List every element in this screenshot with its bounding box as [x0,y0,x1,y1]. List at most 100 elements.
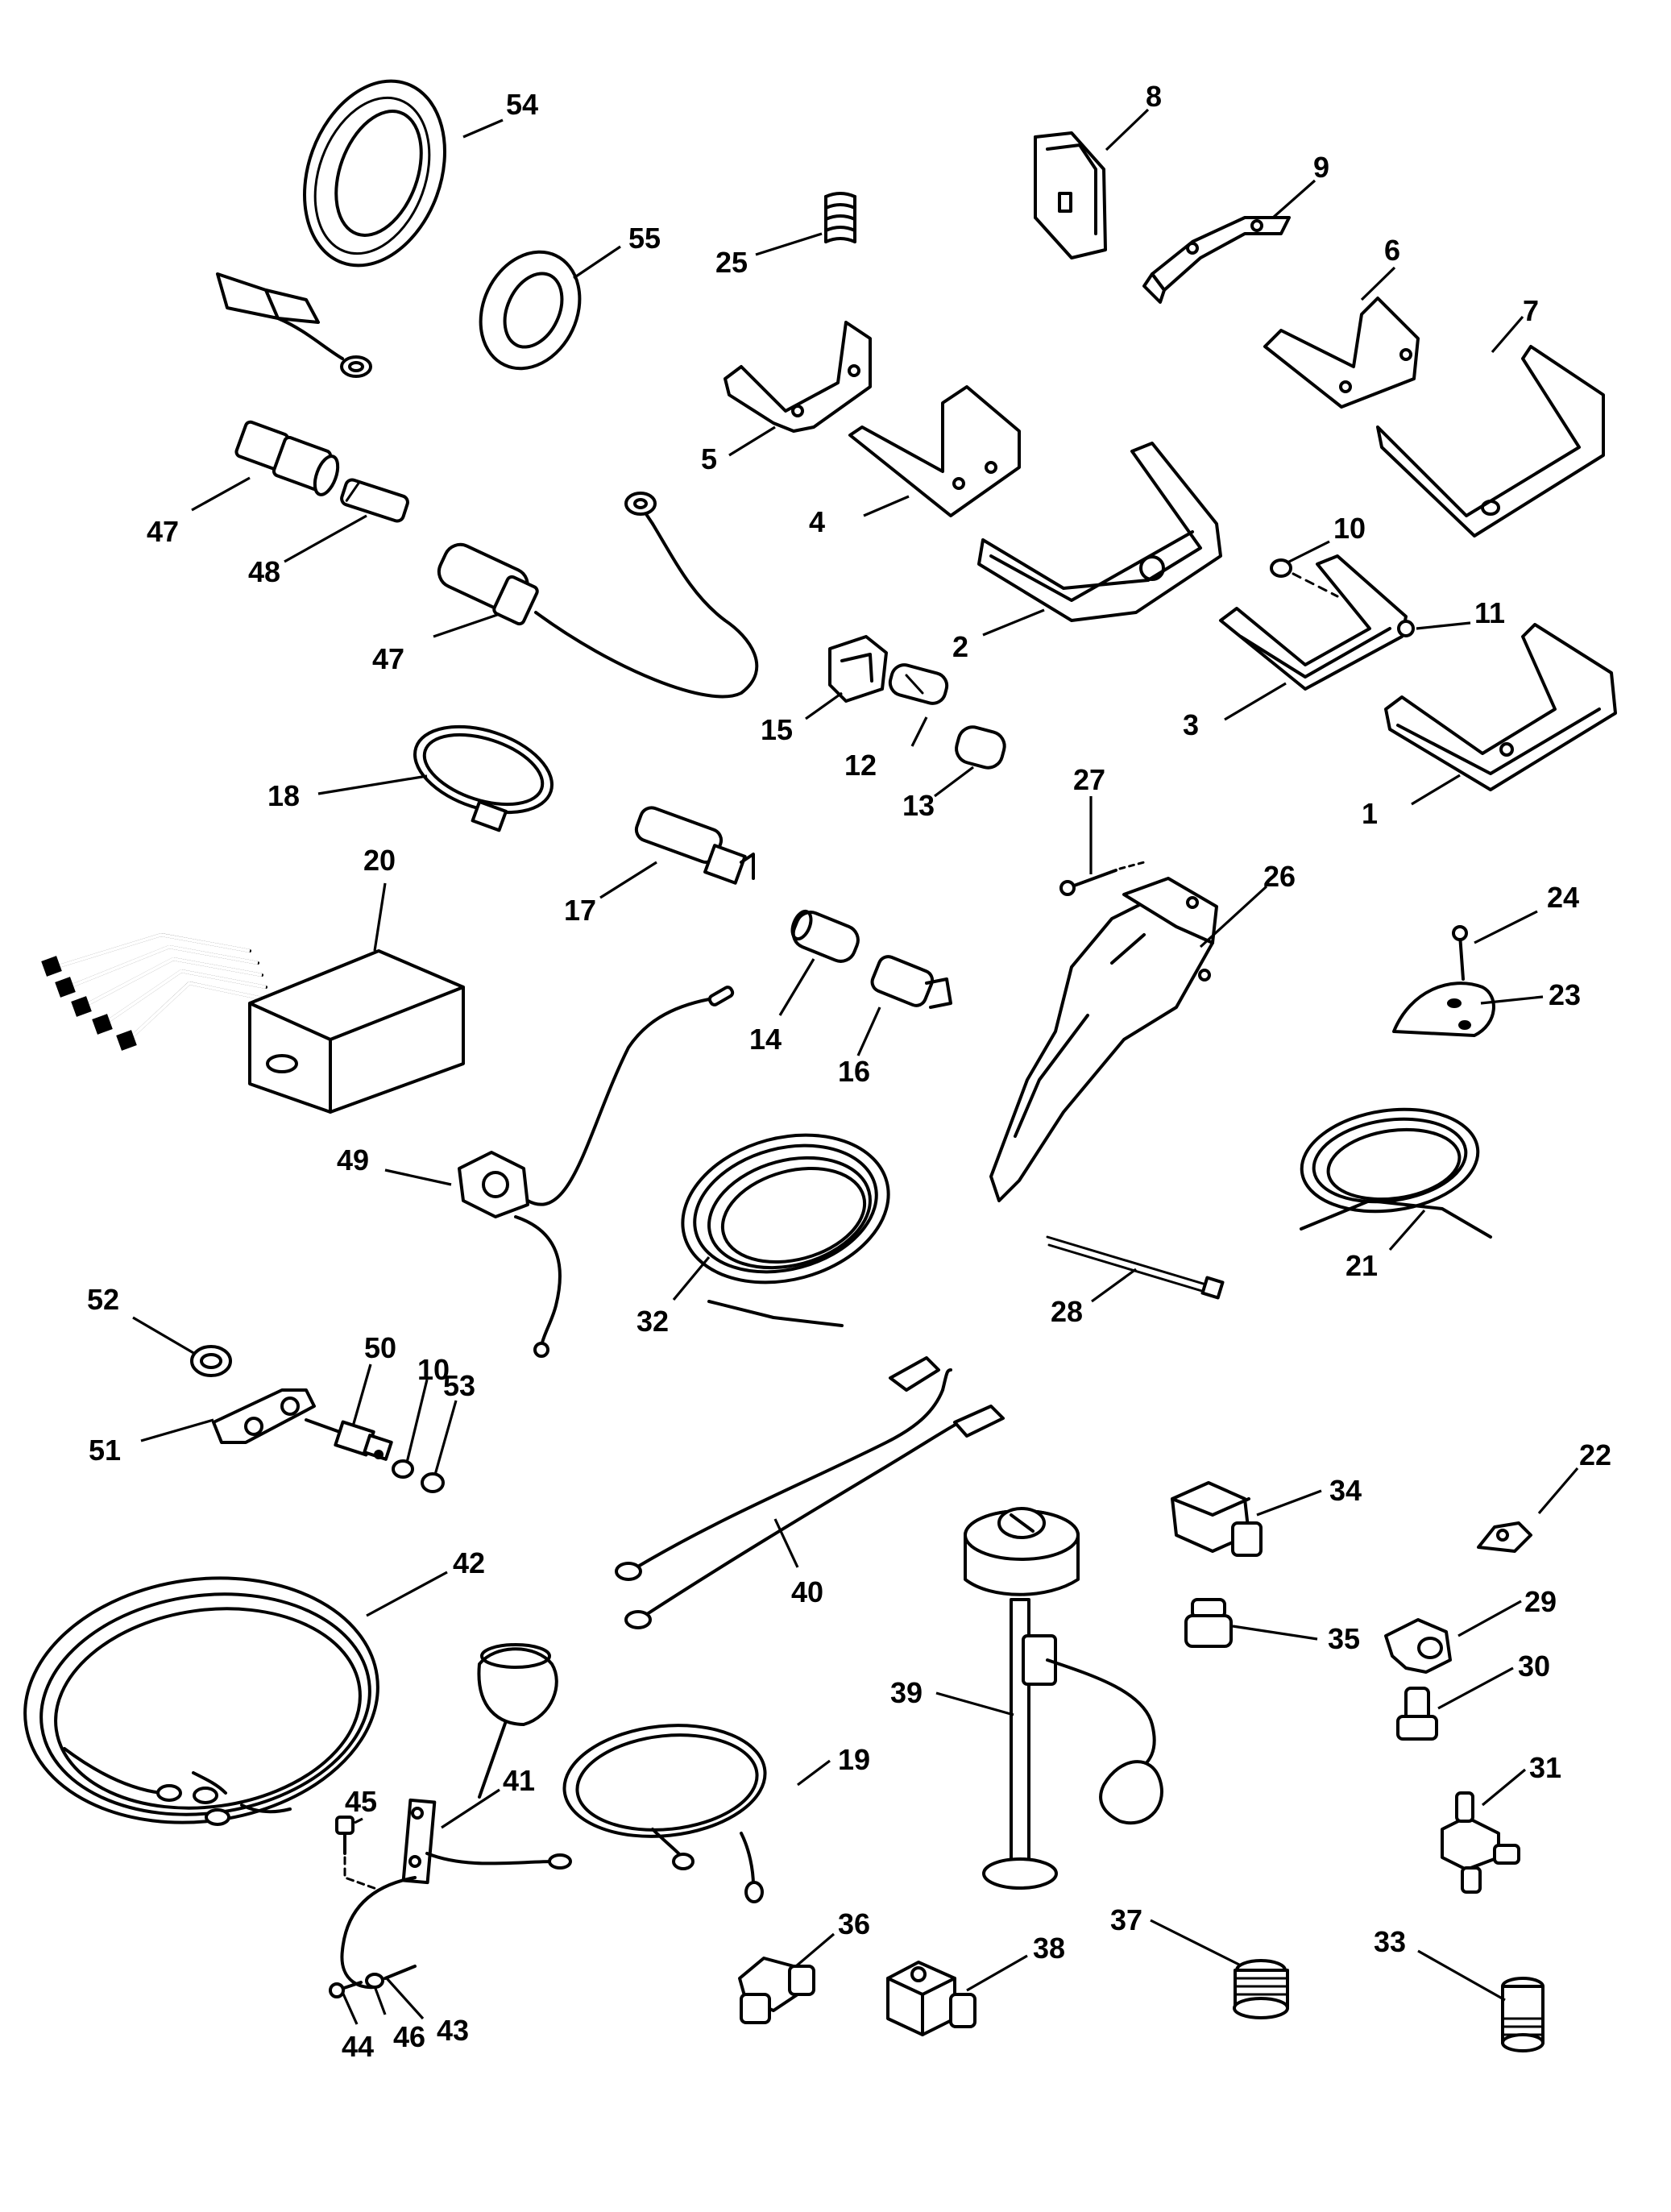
part-16-socket [870,955,952,1009]
callout-7: 7 [1523,294,1539,327]
part-27-screw [1059,861,1146,896]
leader-30 [1437,1666,1514,1710]
leader-26 [1199,885,1268,948]
part-19-wire [562,1724,767,1903]
callout-49: 49 [337,1143,369,1177]
part-17-sender [634,806,755,885]
part-42-wire-harness [23,1576,379,1826]
part-14-socket [790,909,860,963]
callout-26: 26 [1263,860,1296,893]
part-40-harness [615,1356,1005,1629]
leader-10-upper [1287,540,1330,564]
part-18-hose-clamp [413,724,554,832]
callout-39: 39 [890,1676,923,1709]
leader-53 [433,1400,458,1475]
leader-49 [384,1168,452,1186]
callout-12: 12 [844,749,877,782]
callout-32: 32 [636,1305,669,1338]
part-13-cap [955,725,1006,770]
part-25-spring [824,192,856,243]
callout-21: 21 [1346,1249,1378,1282]
leader-45 [354,1817,363,1824]
part-50-temp-sender [305,1418,393,1461]
part-54-large-grommet [303,79,446,268]
part-47-harness-lower [437,492,759,699]
part-31-tee [1441,1791,1520,1894]
leader-7 [1491,315,1524,354]
leader-32 [672,1255,711,1301]
callout-10-upper: 10 [1333,512,1366,545]
leader-13 [934,766,974,798]
leader-35 [1232,1625,1318,1641]
leader-43 [385,1977,425,2020]
leader-16 [856,1006,881,1056]
part-drawings [23,79,1617,2052]
callout-22: 22 [1579,1438,1611,1471]
leader-51 [140,1418,214,1442]
callout-48: 48 [248,555,280,588]
callout-18: 18 [267,779,300,812]
leader-18 [317,774,428,795]
leader-3 [1224,682,1287,721]
part-51-gasket [212,1388,316,1444]
leader-34 [1256,1489,1322,1517]
callout-54: 54 [506,88,538,121]
part-41-float-sender [340,1643,572,1990]
part-53-nut [421,1472,445,1493]
part-52-plug [190,1345,232,1377]
part-48-fuse [340,478,409,523]
part-37-fitting [1233,1959,1289,2019]
leader-42 [366,1571,448,1617]
callout-24: 24 [1547,881,1579,914]
leader-20 [373,882,387,952]
callout-27: 27 [1073,763,1105,796]
callout-31: 31 [1529,1751,1561,1784]
callout-25: 25 [715,246,748,279]
leader-4 [863,495,910,517]
leader-39 [935,1691,1014,1716]
part-20-control-module [41,932,465,1114]
leader-52 [132,1316,196,1355]
part-43-screw [384,1965,417,1980]
callout-19: 19 [838,1743,870,1776]
callout-50: 50 [364,1331,396,1364]
callout-42: 42 [453,1546,485,1579]
part-26-trim-sender [989,877,1218,1202]
leader-44 [341,1991,359,2025]
leader-2 [982,608,1045,637]
part-33-fitting [1501,1977,1545,2052]
callout-43: 43 [437,2014,469,2047]
callout-20: 20 [363,844,396,877]
part-34-fitting [1171,1481,1263,1557]
callout-28: 28 [1051,1295,1083,1328]
callout-17: 17 [564,894,596,927]
callout-30: 30 [1518,1650,1550,1683]
leader-38 [966,1954,1028,1992]
callout-11: 11 [1474,596,1505,629]
callout-4: 4 [809,505,825,538]
callout-2: 2 [952,630,968,663]
leader-29 [1457,1600,1522,1637]
leader-48 [284,514,367,563]
callout-55: 55 [628,222,661,255]
leader-12 [910,716,928,747]
part-35-fitting [1184,1598,1233,1648]
leader-10-lower [405,1379,429,1463]
part-10-washer-lower [392,1459,414,1479]
callout-36: 36 [838,1907,870,1940]
leader-22 [1537,1467,1579,1515]
leader-17 [599,861,657,899]
callout-labels: 1 2 3 4 5 6 7 8 9 10 10 11 12 13 14 15 1… [87,80,1611,2063]
leader-6 [1360,266,1396,301]
callout-15: 15 [761,713,793,746]
leader-47-lower [433,612,500,638]
callout-41: 41 [503,1764,535,1797]
part-32-wire-coil [681,1133,890,1327]
callout-29: 29 [1524,1585,1557,1618]
part-11-screw [1397,620,1415,637]
leader-46 [373,1986,387,2015]
part-36-elbow [738,1957,815,2024]
callout-35: 35 [1328,1622,1360,1655]
part-44-screw [329,1981,363,1998]
part-12-bulb [888,663,949,705]
